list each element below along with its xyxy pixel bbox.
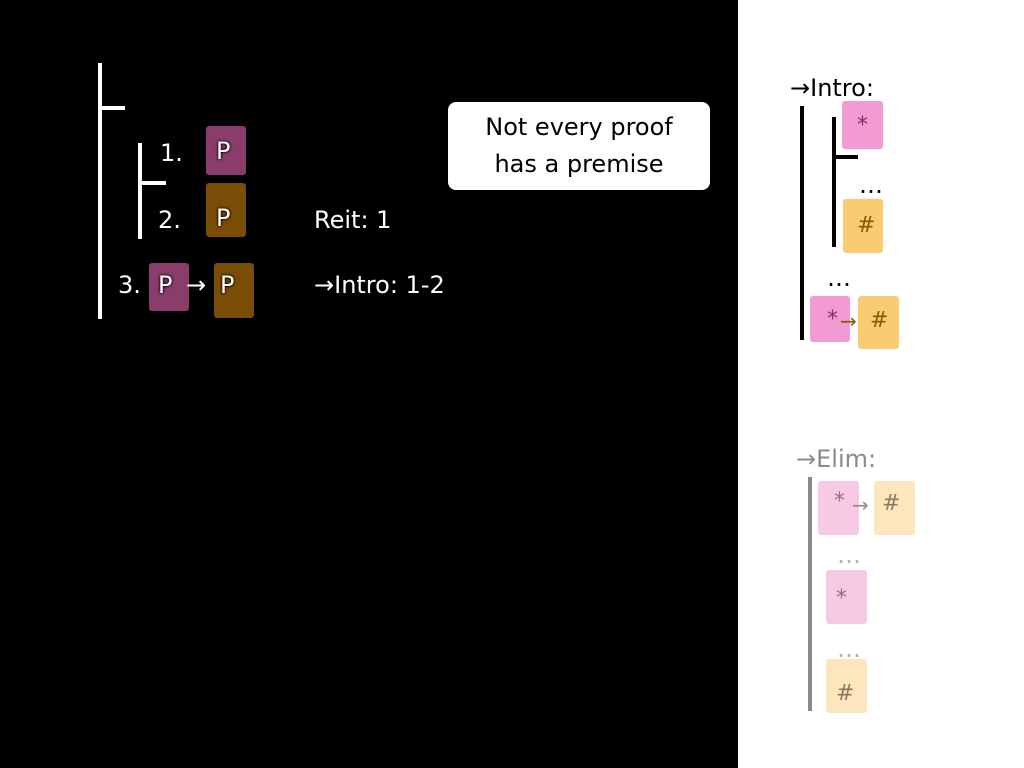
hash-symbol: # (870, 308, 889, 333)
formula-p: P (220, 271, 235, 299)
line-number-1: 1. (160, 139, 183, 167)
elim-scope-line (808, 477, 812, 711)
elim-premise-box: * (826, 570, 867, 624)
elim-rule-title: →Elim: (796, 445, 877, 473)
conditional-arrow: → (186, 271, 207, 299)
intro-inner-premise-bar (832, 155, 858, 159)
elim-conditional-antecedent-box: * (818, 481, 859, 535)
intro-result-consequent-box: # (858, 296, 899, 349)
elim-conditional-arrow: → (852, 493, 869, 517)
intro-assumption-box: * (842, 101, 883, 149)
subproof-scope-line (138, 143, 142, 239)
intro-result-antecedent-box: * (810, 296, 850, 342)
star-symbol: * (834, 489, 845, 514)
formula-p: P (216, 204, 231, 232)
intro-conclusion-box: # (843, 199, 883, 253)
conditional-antecedent-box: P (149, 263, 189, 311)
formula-p: P (216, 137, 231, 165)
outer-scope-line (98, 63, 102, 319)
line-number-2: 2. (158, 206, 181, 234)
premise-p-box: P (206, 126, 246, 175)
star-symbol: * (827, 307, 838, 332)
justification-intro: →Intro: 1-2 (314, 271, 445, 299)
elim-conditional-consequent-box: # (874, 481, 915, 535)
hash-symbol: # (882, 491, 901, 516)
justification-reit: Reit: 1 (314, 206, 392, 234)
callout-note: Not every proof has a premise (448, 102, 710, 190)
star-symbol: * (857, 113, 868, 138)
line-number-3: 3. (118, 271, 141, 299)
formula-p: P (158, 271, 173, 299)
intro-result-arrow: → (840, 309, 857, 333)
reiterated-p-box: P (206, 183, 246, 237)
subproof-premise-bar (138, 181, 166, 185)
callout-line-2: has a premise (494, 150, 664, 178)
callout-line-1: Not every proof (485, 113, 673, 141)
elim-ellipsis-1: … (837, 541, 861, 569)
elim-result-box: # (826, 659, 867, 713)
outer-premise-bar (98, 106, 125, 110)
hash-symbol: # (836, 681, 855, 706)
intro-outer-scope-line (800, 106, 804, 340)
intro-rule-title: →Intro: (790, 74, 874, 102)
conditional-consequent-box: P (214, 263, 254, 318)
intro-inner-scope-line (832, 117, 836, 247)
intro-inner-ellipsis: … (859, 171, 883, 199)
star-symbol: * (836, 586, 847, 611)
hash-symbol: # (857, 213, 876, 238)
elim-ellipsis-2: … (837, 635, 861, 663)
intro-outer-ellipsis: … (827, 264, 851, 292)
